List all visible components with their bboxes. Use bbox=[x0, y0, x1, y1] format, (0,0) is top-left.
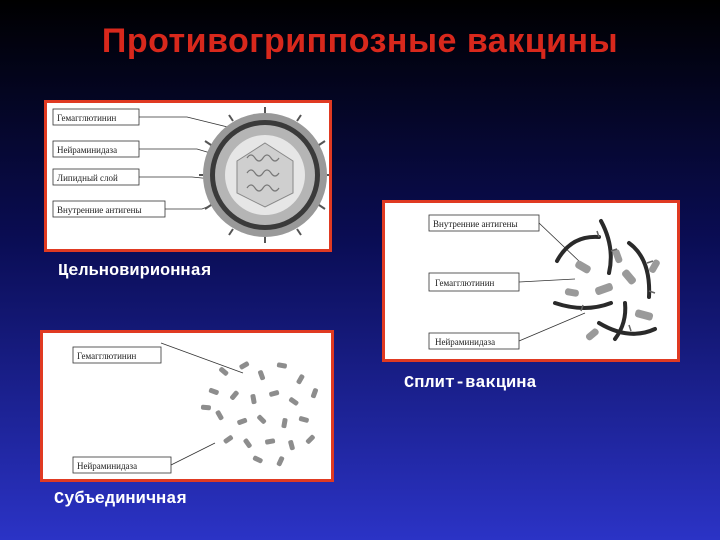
whole-virion-panel: Гемагглютинин Нейраминидаза Липидный сло… bbox=[44, 100, 332, 252]
slide-title: Противогриппозные вакцины bbox=[101, 22, 619, 60]
label-neuraminidase: Нейраминидаза bbox=[435, 337, 495, 347]
split-vaccine-caption: Сплит-вакцина bbox=[404, 374, 537, 393]
label-hemagglutinin: Гемагглютинин bbox=[77, 351, 137, 361]
subunit-panel: Гемагглютинин Нейраминидаза bbox=[40, 330, 334, 482]
label-neuraminidase: Нейраминидаза bbox=[57, 145, 117, 155]
subunit-diagram: Гемагглютинин Нейраминидаза bbox=[72, 342, 318, 474]
subunit-caption: Субъединичная bbox=[54, 490, 187, 509]
subunit-particles-icon bbox=[200, 361, 318, 467]
label-lipid-layer: Липидный слой bbox=[57, 173, 118, 183]
virion-icon bbox=[199, 107, 329, 243]
label-internal-antigens: Внутренние антигены bbox=[433, 219, 518, 229]
whole-virion-caption: Цельновирионная bbox=[58, 262, 212, 281]
label-internal-antigens: Внутренние антигены bbox=[57, 205, 142, 215]
split-vaccine-diagram: Внутренние антигены Гемагглютинин Нейрам… bbox=[428, 214, 660, 350]
split-fragments-icon bbox=[553, 219, 660, 341]
label-neuraminidase: Нейраминидаза bbox=[77, 461, 137, 471]
label-hemagglutinin: Гемагглютинин bbox=[57, 113, 117, 123]
split-vaccine-panel: Внутренние антигены Гемагглютинин Нейрам… bbox=[382, 200, 680, 362]
label-hemagglutinin: Гемагглютинин bbox=[435, 278, 495, 288]
whole-virion-diagram: Гемагглютинин Нейраминидаза Липидный сло… bbox=[52, 107, 329, 243]
